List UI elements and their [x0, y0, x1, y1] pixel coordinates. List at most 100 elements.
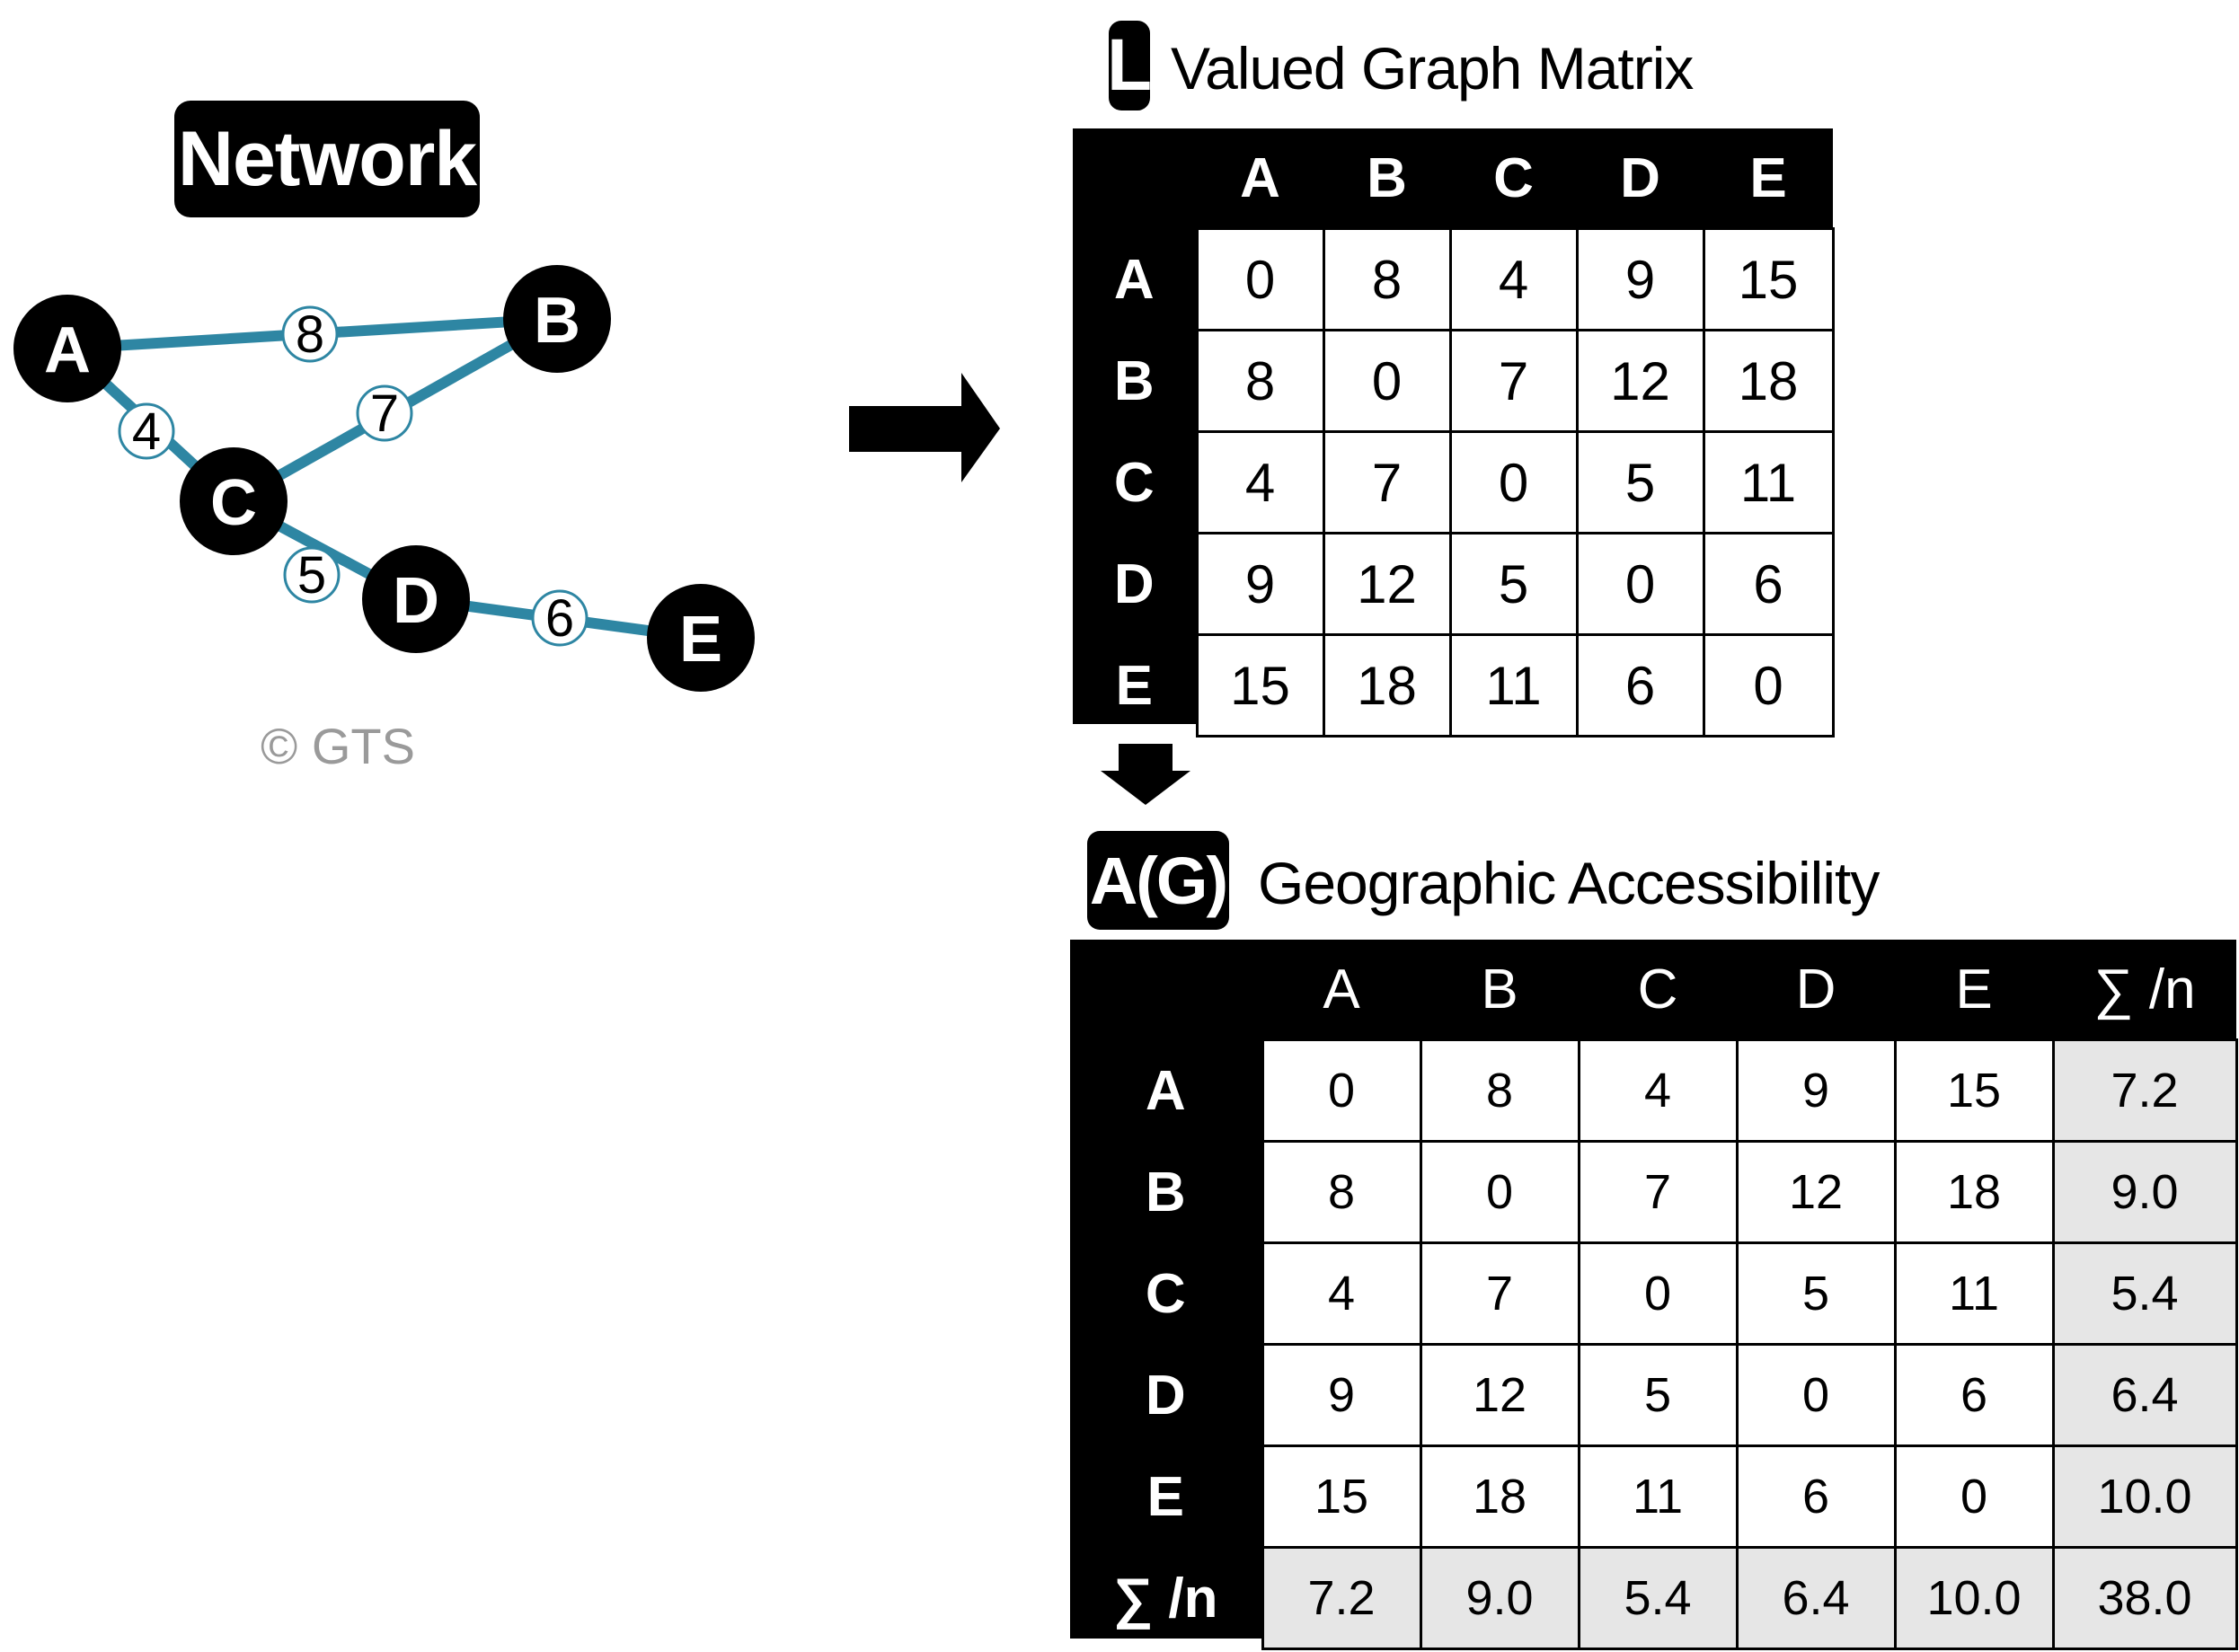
- column-header: ∑ /n: [2093, 958, 2196, 1020]
- edge-weight-a-c: 4: [118, 402, 175, 461]
- svg-text:4: 4: [132, 402, 161, 461]
- matrix-cell: 7: [1577, 1140, 1739, 1244]
- svg-text:E: E: [679, 604, 722, 676]
- matrix-cell: 6: [1702, 532, 1835, 636]
- matrix-cell: 0: [1577, 1241, 1739, 1346]
- node-a: A: [13, 295, 121, 402]
- svg-text:D: D: [393, 565, 439, 637]
- matrix-l-title: Valued Graph Matrix: [1171, 35, 1694, 102]
- matrix-cell: 8: [1261, 1140, 1422, 1244]
- row-sum-cell: 10.0: [2051, 1444, 2238, 1549]
- corner-cell: [1070, 940, 1262, 1040]
- row-header: D: [1113, 552, 1155, 615]
- matrix-cell: 8: [1419, 1038, 1580, 1143]
- edge-weight-d-e: 6: [531, 589, 589, 648]
- svg-text:7: 7: [370, 384, 399, 443]
- matrix-cell: 0: [1322, 329, 1452, 433]
- svg-text:8: 8: [296, 305, 324, 364]
- row-header: B: [1113, 349, 1155, 412]
- row-header: E: [1146, 1465, 1184, 1528]
- matrix-cell: 11: [1577, 1444, 1739, 1549]
- matrix-cell: 7: [1322, 430, 1452, 534]
- column-header: B: [1367, 146, 1407, 209]
- node-c: C: [180, 447, 288, 555]
- matrix-cell: 15: [1893, 1038, 2055, 1143]
- matrix-cell: 0: [1735, 1343, 1897, 1447]
- row-sum-cell: 5.4: [2051, 1241, 2238, 1346]
- matrix-cell: 11: [1448, 633, 1579, 738]
- matrix-cell: 5: [1735, 1241, 1897, 1346]
- matrix-l-badge: L: [1107, 21, 1152, 110]
- column-header: A: [1323, 958, 1360, 1020]
- matrix-cell: 4: [1577, 1038, 1739, 1143]
- matrix-cell: 18: [1702, 329, 1835, 433]
- node-e: E: [647, 584, 755, 692]
- matrix-cell: 12: [1419, 1343, 1580, 1447]
- column-header: D: [1795, 958, 1836, 1020]
- row-header: ∑ /n: [1112, 1567, 1218, 1630]
- row-header: C: [1113, 451, 1155, 514]
- total-sum-cell: 38.0: [2051, 1546, 2238, 1650]
- matrix-cell: 0: [1195, 227, 1325, 331]
- svg-text:C: C: [210, 467, 257, 539]
- column-header: C: [1493, 146, 1534, 209]
- matrix-cell: 8: [1322, 227, 1452, 331]
- corner-cell: [1073, 128, 1197, 229]
- matrix-cell: 7: [1448, 329, 1579, 433]
- matrix-cell: 6: [1575, 633, 1705, 738]
- svg-text:5: 5: [297, 546, 326, 605]
- matrix-cell: 18: [1893, 1140, 2055, 1244]
- matrix-cell: 4: [1195, 430, 1325, 534]
- matrix-cell: 15: [1702, 227, 1835, 331]
- column-sum-cell: 10.0: [1893, 1546, 2055, 1650]
- matrix-cell: 0: [1893, 1444, 2055, 1549]
- right-arrow-icon: [849, 373, 1000, 482]
- down-arrow-icon: [1101, 744, 1190, 805]
- column-header: C: [1637, 958, 1678, 1020]
- edge-weight-b-c: 7: [356, 384, 413, 443]
- matrix-cell: 5: [1577, 1343, 1739, 1447]
- column-sum-cell: 5.4: [1577, 1546, 1739, 1650]
- column-header: B: [1481, 958, 1518, 1020]
- matrix-cell: 15: [1261, 1444, 1422, 1549]
- edge-weight-a-b: 8: [281, 305, 339, 364]
- matrix-cell: 0: [1448, 430, 1579, 534]
- column-header: E: [1749, 146, 1787, 209]
- matrix-cell: 9: [1575, 227, 1705, 331]
- matrix-cell: 4: [1448, 227, 1579, 331]
- column-header: E: [1955, 958, 1993, 1020]
- row-header: A: [1145, 1059, 1186, 1122]
- node-b: B: [503, 265, 611, 373]
- column-sum-cell: 6.4: [1735, 1546, 1897, 1650]
- matrix-cell: 6: [1735, 1444, 1897, 1549]
- row-header: D: [1145, 1364, 1186, 1427]
- matrix-cell: 7: [1419, 1241, 1580, 1346]
- matrix-cell: 6: [1893, 1343, 2055, 1447]
- matrix-cell: 0: [1261, 1038, 1422, 1143]
- copyright-text: © GTS: [261, 718, 415, 774]
- matrix-cell: 0: [1575, 532, 1705, 636]
- edge-weight-c-d: 5: [283, 546, 341, 605]
- matrix-cell: 8: [1195, 329, 1325, 433]
- matrix-cell: 18: [1419, 1444, 1580, 1549]
- matrix-cell: 5: [1448, 532, 1579, 636]
- matrix-cell: 0: [1419, 1140, 1580, 1244]
- matrix-cell: 11: [1702, 430, 1835, 534]
- matrix-cell: 12: [1322, 532, 1452, 636]
- network-graph: 8 4 7 5 6 A B C D E: [13, 265, 755, 692]
- row-header: A: [1113, 248, 1155, 311]
- row-header: C: [1145, 1262, 1186, 1325]
- matrix-cell: 5: [1575, 430, 1705, 534]
- node-d: D: [362, 545, 470, 653]
